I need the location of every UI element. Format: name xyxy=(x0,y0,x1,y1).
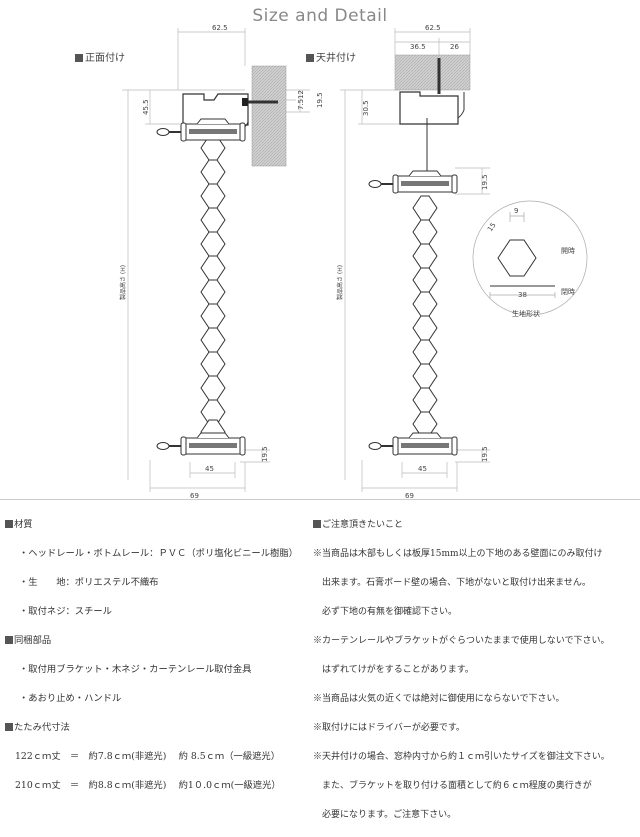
page-title: Size and Detail xyxy=(252,6,388,26)
ceiling-dim-upper-rail: 19.5 xyxy=(481,174,489,190)
front-dim-height: 製品高さ (H) xyxy=(119,265,127,300)
front-dim-screw-a: 7.5 xyxy=(297,99,305,110)
front-dim-top: 62.5 xyxy=(212,24,228,32)
fabric-detail-title: 生地形状 xyxy=(512,309,540,318)
ceiling-mount-label: 天井付け xyxy=(306,49,356,64)
fabric-state-hex: 開時 xyxy=(561,247,575,255)
front-dim-rail-right: 19.5 xyxy=(316,92,324,108)
spec-section: 材質 ・ヘッドレール・ボトムレール：ＰＶＣ（ポリ塩化ビニール樹脂） ・生 地：ポ… xyxy=(5,503,298,808)
fabric-dim-side: 15 xyxy=(486,221,498,233)
note-line: ※当商品は木部もしくは板厚15mm以上の下地のある壁面にのみ取付け xyxy=(313,548,603,559)
note-line: また、ブラケットを取り付ける面積として約６ｃｍ程度の奥行きが xyxy=(313,780,592,791)
note-line: 出来ます。石膏ボード壁の場合、下地がないと取付け出来ません。 xyxy=(313,577,591,588)
part-item: ・取付用ブラケット・木ネジ・カーテンレール取付金具 xyxy=(19,663,252,675)
ceiling-dim-rail-h: 30.5 xyxy=(362,100,370,116)
ceiling-dim-top: 62.5 xyxy=(425,24,441,32)
note-line: はずれてけがをすることがあります。 xyxy=(313,664,474,675)
folded-heading: たたみ代寸法 xyxy=(5,721,298,736)
folded-row: 210ｃｍ丈 ＝ 約8.8ｃｍ(非遮光) 約1０.0ｃｍ(一級遮光） xyxy=(15,779,281,791)
fabric-dim-top: 9 xyxy=(514,207,518,215)
fabric-dim-width: 38 xyxy=(518,291,527,299)
note-line: ※当商品は火気の近くでは絶対に御使用にならないで下さい。 xyxy=(313,693,565,704)
material-item: ・ヘッドレール・ボトムレール：ＰＶＣ（ポリ塩化ビニール樹脂） xyxy=(19,547,298,559)
ceiling-dim-bottom-inner: 45 xyxy=(418,465,427,473)
ceiling-dim-bottom-outer: 69 xyxy=(405,492,414,500)
front-dim-screw-b: 12 xyxy=(297,90,305,99)
notes-heading: ご注意頂きたいこと xyxy=(313,518,610,533)
part-item: ・あおり止め・ハンドル xyxy=(19,692,122,704)
note-line: ※カーテンレールやブラケットがぐらついたままで使用しないで下さい。 xyxy=(313,635,610,646)
technical-drawing: 62.5 45.5 7.5 12 19.5 製品高さ (H) 19.5 45 6… xyxy=(119,24,588,500)
ceiling-dim-top-right: 26 xyxy=(450,43,459,51)
note-line: 必ず下地の有無を御確認下さい。 xyxy=(313,606,458,617)
divider xyxy=(0,499,640,500)
front-dim-bottom-inner: 45 xyxy=(205,465,214,473)
note-line: 必要になります。ご注意下さい。 xyxy=(313,809,457,820)
note-line: ※天井付けの場合、窓枠内寸から約１ｃｍ引いたサイズを御注文下さい。 xyxy=(313,751,610,762)
fabric-state-flat: 閉時 xyxy=(561,288,575,296)
materials-heading: 材質 xyxy=(5,518,298,533)
note-line: ※取付けにはドライバーが必要です。 xyxy=(313,722,465,733)
ceiling-dim-height: 製品高さ (H) xyxy=(336,265,344,300)
material-item: ・生 地：ポリエステル不織布 xyxy=(19,576,159,588)
ceiling-dim-bottom-rail: 19.5 xyxy=(481,446,489,462)
parts-heading: 同梱部品 xyxy=(5,634,298,649)
ceiling-dim-top-left: 36.5 xyxy=(410,43,426,51)
folded-row: 122ｃｍ丈 ＝ 約7.8ｃｍ(非遮光) 約 8.5ｃｍ（一級遮光） xyxy=(15,750,281,762)
front-dim-rail-h: 45.5 xyxy=(142,99,150,115)
front-dim-bottom-rail: 19.5 xyxy=(261,446,269,462)
notes-section: ご注意頂きたいこと ※当商品は木部もしくは板厚15mm以上の下地のある壁面にのみ… xyxy=(313,503,610,837)
front-mount-label: 正面付け xyxy=(75,49,125,64)
material-item: ・取付ネジ：スチール xyxy=(19,605,112,617)
front-dim-bottom-outer: 69 xyxy=(190,492,199,500)
